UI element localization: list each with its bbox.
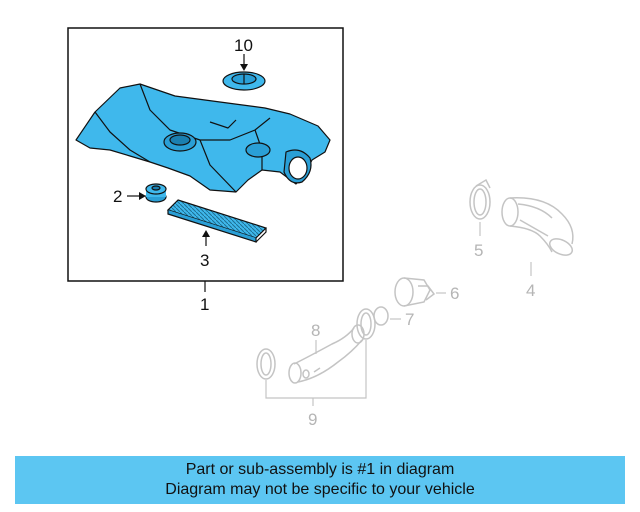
clamp-part-5[interactable]: [469, 178, 491, 220]
info-banner: Part or sub-assembly is #1 in diagram Di…: [15, 456, 625, 504]
callout-1: 1: [200, 295, 209, 314]
leader-10-arrow: [240, 64, 248, 71]
intake-duct-part-4[interactable]: [501, 197, 575, 259]
parts-diagram: 10 2 3 1 5 4 6 7 8 9: [67, 27, 575, 429]
callout-2: 2: [113, 187, 122, 206]
leader-9-bracket: [265, 340, 367, 399]
callout-3: 3: [200, 251, 209, 270]
leader-3-arrow: [202, 230, 210, 237]
callout-4: 4: [526, 281, 535, 300]
grommet-part-2[interactable]: [145, 183, 167, 203]
sensor-part-6[interactable]: [394, 277, 436, 307]
engine-cover[interactable]: [75, 83, 331, 193]
callout-5: 5: [474, 241, 483, 260]
callout-6: 6: [450, 284, 459, 303]
callout-7: 7: [405, 310, 414, 329]
banner-line-2: Diagram may not be specific to your vehi…: [165, 481, 475, 498]
clamp-right-part-9[interactable]: [356, 308, 376, 340]
emblem-part-10[interactable]: [222, 71, 266, 91]
banner-line-1: Part or sub-assembly is #1 in diagram: [185, 461, 455, 478]
callout-8: 8: [311, 321, 320, 340]
hose-part-8[interactable]: [288, 324, 365, 384]
filter-part-3[interactable]: [166, 199, 268, 243]
o-ring-part-7[interactable]: [373, 306, 389, 326]
leader-2-arrow: [139, 192, 146, 200]
callout-9: 9: [308, 410, 317, 429]
callout-10: 10: [234, 36, 253, 55]
clamp-left-part-9[interactable]: [256, 348, 276, 380]
